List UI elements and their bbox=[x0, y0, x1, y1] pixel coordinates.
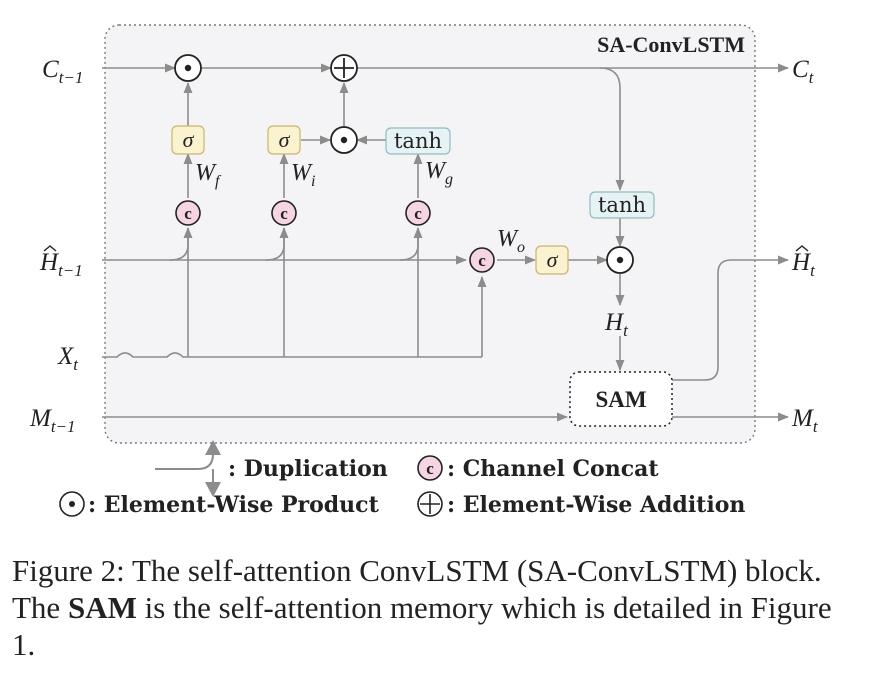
input-m-prev: Mt−1 bbox=[29, 405, 76, 436]
svg-text:σ: σ bbox=[183, 127, 195, 152]
sigma-gate-input: σ bbox=[267, 125, 301, 155]
concat-node-input: c bbox=[271, 200, 297, 226]
output-c: Ct bbox=[792, 56, 815, 87]
svg-text:c: c bbox=[426, 459, 434, 478]
svg-text:tanh: tanh bbox=[394, 129, 442, 153]
addition-node bbox=[330, 54, 358, 82]
tanh-gate-c: tanh bbox=[589, 191, 655, 219]
legend-product-icon bbox=[59, 491, 85, 517]
legend-addition-icon bbox=[417, 491, 443, 517]
legend-concat-icon: c bbox=[417, 455, 443, 481]
sam-label: SAM bbox=[595, 387, 646, 412]
product-node-input bbox=[330, 126, 358, 154]
product-node-output bbox=[606, 246, 634, 274]
x-line bbox=[102, 352, 482, 358]
sam-box: SAM bbox=[569, 371, 673, 427]
svg-text:Ht−1: Ht−1 bbox=[39, 249, 83, 280]
product-node-forget bbox=[174, 54, 202, 82]
sa-convlstm-diagram: SA-ConvLSTM bbox=[29, 24, 819, 518]
input-h-prev: Ht−1 bbox=[39, 245, 83, 280]
block-title: SA-ConvLSTM bbox=[597, 32, 745, 57]
svg-text:c: c bbox=[280, 204, 288, 223]
output-m: Mt bbox=[791, 405, 819, 436]
legend-channel-concat: : Channel Concat bbox=[447, 456, 659, 482]
legend-element-wise-addition: : Element-Wise Addition bbox=[447, 492, 745, 518]
sam-to-h-output bbox=[672, 255, 790, 381]
input-c-prev: Ct−1 bbox=[42, 56, 83, 87]
legend-element-wise-product: : Element-Wise Product bbox=[88, 492, 380, 518]
svg-text:σ: σ bbox=[547, 247, 559, 272]
concat-node-output: c bbox=[469, 247, 495, 273]
internal-h-label: Ht bbox=[604, 309, 629, 340]
concat-node-forget: c bbox=[175, 200, 201, 226]
weight-wg: Wg bbox=[425, 158, 453, 188]
legend-duplication: : Duplication bbox=[228, 456, 388, 482]
c-to-tanh-line bbox=[599, 67, 625, 192]
svg-text:c: c bbox=[478, 251, 486, 270]
weight-wi: Wi bbox=[291, 160, 315, 190]
weight-wf: Wf bbox=[195, 160, 222, 190]
svg-text:c: c bbox=[414, 204, 422, 223]
weight-wo: Wo bbox=[497, 226, 525, 256]
concat-node-g: c bbox=[405, 200, 431, 226]
legend-duplication-icon bbox=[155, 440, 221, 497]
svg-text:c: c bbox=[184, 204, 192, 223]
figure-caption: Figure 2: The self-attention ConvLSTM (S… bbox=[12, 553, 832, 662]
sigma-gate-output: σ bbox=[535, 245, 569, 275]
svg-text:Ht: Ht bbox=[791, 249, 816, 280]
output-h: Ht bbox=[791, 245, 816, 280]
svg-text:tanh: tanh bbox=[598, 193, 646, 217]
svg-text:σ: σ bbox=[279, 127, 291, 152]
sa-convlstm-block bbox=[104, 24, 756, 444]
sigma-gate-forget: σ bbox=[171, 125, 205, 155]
input-x: Xt bbox=[57, 343, 79, 374]
tanh-gate-g: tanh bbox=[385, 127, 451, 155]
